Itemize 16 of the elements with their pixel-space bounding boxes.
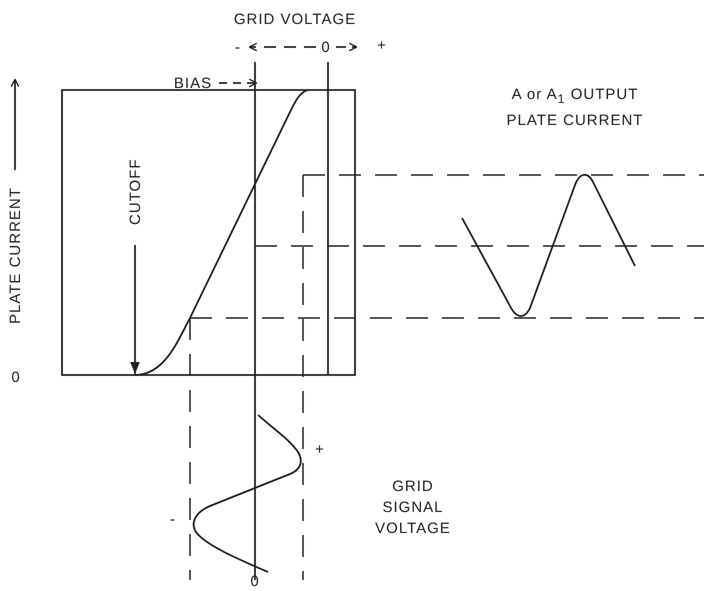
axis-title: GRID VOLTAGE	[232, 10, 358, 30]
bias-line	[254, 62, 256, 580]
bias-label: BIAS	[168, 72, 218, 95]
minus-sign: -	[169, 510, 177, 530]
output-label: A or A$_{1}$ OUTPUT PLATE CURRENT	[506, 85, 644, 131]
origin-mark: 0	[10, 368, 22, 388]
zero-mark: 0	[249, 572, 261, 591]
leader-arrow	[130, 245, 140, 374]
plus-sign: +	[376, 36, 388, 56]
cutoff-label: CUTOFF	[124, 140, 147, 244]
minus-sign: -	[234, 38, 242, 58]
leader-arrow	[219, 78, 258, 88]
signal-label: GRID SIGNAL VOLTAGE	[374, 477, 452, 539]
axis-title: PLATE CURRENT	[6, 186, 25, 326]
plus-sign: +	[314, 440, 326, 460]
zero-mark: 0	[320, 38, 332, 58]
